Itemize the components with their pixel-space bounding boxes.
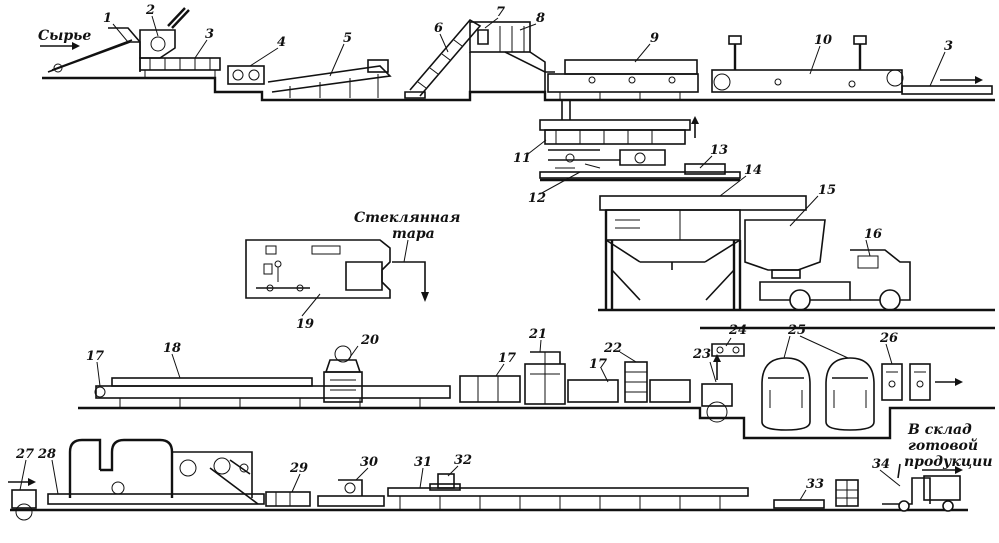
callout-33: 33 — [806, 477, 824, 492]
container-washer-19: Стеклянная тара 19 — [245, 210, 460, 332]
autoclave-left — [761, 357, 811, 431]
callout-17-left: 17 — [86, 349, 104, 364]
callout-18: 18 — [163, 341, 181, 356]
callout-22: 22 — [603, 341, 622, 356]
callout-28: 28 — [37, 447, 56, 462]
row-3-filling — [78, 326, 995, 440]
row-1-preparation — [40, 7, 995, 102]
callout-19: 19 — [296, 317, 314, 332]
callout-17-right: 17 — [589, 357, 607, 372]
row-1-callouts: 1 2 3 4 5 6 7 8 9 10 3 Сырье — [38, 3, 953, 87]
callout-4: 4 — [277, 35, 286, 50]
raw-material-label: Сырье — [38, 28, 91, 44]
callout-20: 20 — [360, 333, 379, 348]
callout-16: 16 — [864, 227, 882, 242]
row-2-machines — [539, 100, 995, 312]
callout-13: 13 — [710, 143, 728, 158]
callout-30: 30 — [360, 455, 378, 470]
autoclave-right — [825, 357, 875, 431]
row-3-callouts: 17 18 20 17 21 22 17 23 24 25 26 — [86, 323, 898, 387]
row-4-packing — [8, 438, 968, 521]
callout-6: 6 — [434, 21, 443, 36]
callout-34: 34 — [872, 457, 890, 472]
warehouse-label-line3: продукции — [904, 454, 993, 470]
callout-11: 11 — [513, 151, 531, 166]
callout-29: 29 — [289, 461, 308, 476]
callout-14: 14 — [744, 163, 762, 178]
callout-32: 32 — [454, 453, 472, 468]
callout-10: 10 — [814, 33, 832, 48]
callout-12: 12 — [528, 191, 546, 206]
callout-26: 26 — [879, 331, 898, 346]
warehouse-label-line2: готовой — [908, 437, 978, 454]
callout-31: 31 — [414, 455, 432, 470]
glass-container-label-line1: Стеклянная — [354, 210, 460, 226]
callout-15: 15 — [818, 183, 836, 198]
callout-9: 9 — [650, 31, 659, 46]
row-4-callouts: 27 28 29 30 31 32 33 34 В склад готовой … — [15, 422, 993, 501]
callout-21: 21 — [528, 327, 547, 342]
callout-5: 5 — [343, 31, 352, 46]
callout-17-mid: 17 — [498, 351, 516, 366]
warehouse-label-line1: В склад — [907, 422, 972, 438]
callout-23: 23 — [692, 347, 711, 362]
callout-7: 7 — [496, 5, 505, 20]
callout-2: 2 — [145, 3, 155, 18]
row-2-callouts: 11 12 13 14 15 16 — [513, 139, 882, 257]
callout-1: 1 — [103, 11, 112, 26]
callout-3: 3 — [205, 27, 214, 42]
callout-3-right: 3 — [944, 39, 953, 54]
callout-24: 24 — [728, 323, 747, 338]
glass-container-label-line2: тара — [392, 226, 435, 242]
callout-27: 27 — [15, 447, 34, 462]
callout-8: 8 — [536, 11, 545, 26]
callout-25: 25 — [787, 323, 806, 338]
